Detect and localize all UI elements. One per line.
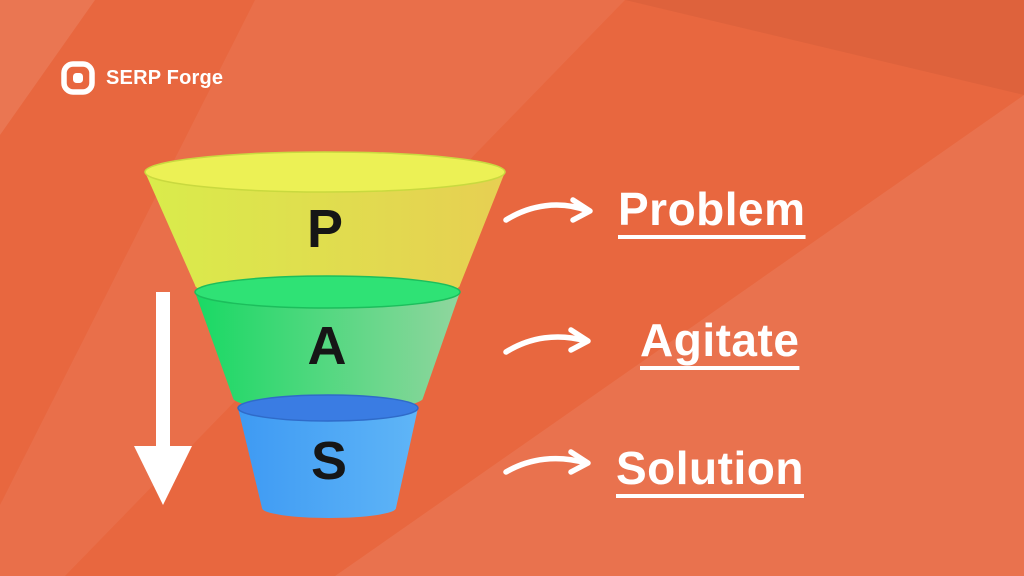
funnel-letter-a: A [308, 316, 347, 376]
funnel-stage-agitate-rim [194, 275, 461, 309]
funnel-letter-p: P [307, 199, 343, 259]
funnel-stage-solution-rim [237, 394, 419, 422]
funnel-stage-agitate-body [195, 292, 460, 411]
label-agitate: Agitate [640, 314, 800, 366]
pointer-arrow-icon [503, 327, 591, 355]
pointer-arrow-icon [503, 449, 591, 475]
funnel-stage-problem-rim [144, 151, 506, 193]
label-problem: Problem [618, 183, 806, 235]
label-solution: Solution [616, 442, 804, 494]
funnel-stage-problem-body [145, 172, 505, 301]
pointer-arrow-icon [503, 197, 593, 223]
down-arrow-icon [134, 292, 192, 505]
funnel-stage-solution-body [238, 408, 418, 518]
funnel-letter-s: S [311, 431, 347, 491]
logo: SERP Forge [60, 60, 223, 96]
logo-text: SERP Forge [106, 66, 224, 89]
serp-forge-logo-icon [61, 61, 95, 95]
